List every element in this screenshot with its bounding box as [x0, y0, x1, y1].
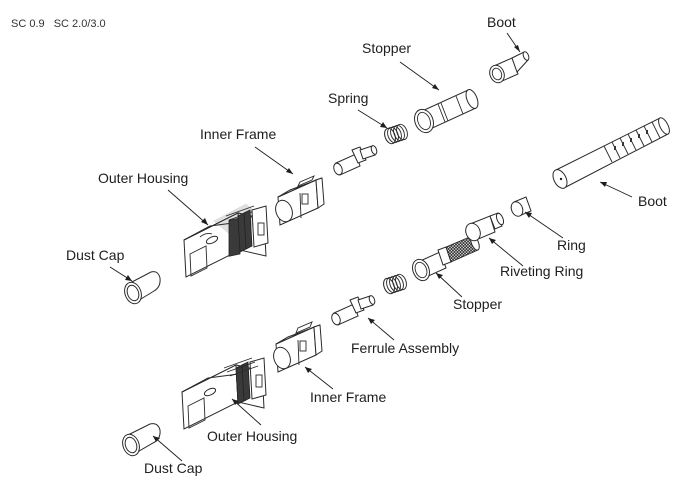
label-top-dust-cap: Dust Cap [66, 247, 125, 263]
label-bottom-dust-cap: Dust Cap [144, 460, 203, 476]
top-outer-housing-part [183, 203, 269, 278]
label-top-stopper: Stopper [362, 40, 412, 56]
label-riveting-ring: Riveting Ring [500, 263, 584, 279]
bottom-dust-cap-part [122, 423, 161, 457]
top-inner-frame-part [275, 175, 325, 226]
variant-label-sc09: SC 0.9 [11, 18, 45, 30]
label-bottom-stopper: Stopper [453, 296, 503, 312]
label-bottom-outer-housing: Outer Housing [207, 428, 298, 444]
top-spring-part [384, 123, 408, 145]
label-bottom-inner-frame: Inner Frame [310, 389, 387, 405]
bottom-stopper-part [412, 235, 480, 282]
label-ring: Ring [557, 237, 586, 253]
label-top-boot: Boot [487, 14, 516, 30]
riveting-ring-part [465, 212, 505, 242]
ring-part [510, 196, 532, 217]
bottom-ferrule-part [331, 295, 376, 326]
top-ferrule-part [333, 145, 378, 176]
label-long-boot: Boot [638, 193, 667, 209]
label-top-inner-frame: Inner Frame [200, 126, 277, 142]
bottom-inner-frame-part [273, 321, 323, 373]
label-top-outer-housing: Outer Housing [98, 170, 189, 186]
bottom-spring-part [383, 273, 407, 295]
label-top-spring: Spring [328, 90, 369, 106]
top-dust-cap-part [124, 271, 161, 305]
variant-header: SC 0.9 SC 2.0/3.0 [11, 18, 112, 30]
leader-lines [109, 32, 633, 462]
bottom-outer-housing-part [181, 357, 267, 430]
long-boot-part [552, 117, 670, 189]
label-ferrule-assembly: Ferrule Assembly [351, 340, 460, 356]
top-stopper-part [414, 89, 479, 134]
variant-label-sc2030: SC 2.0/3.0 [53, 18, 106, 30]
top-boot-part [489, 51, 530, 84]
